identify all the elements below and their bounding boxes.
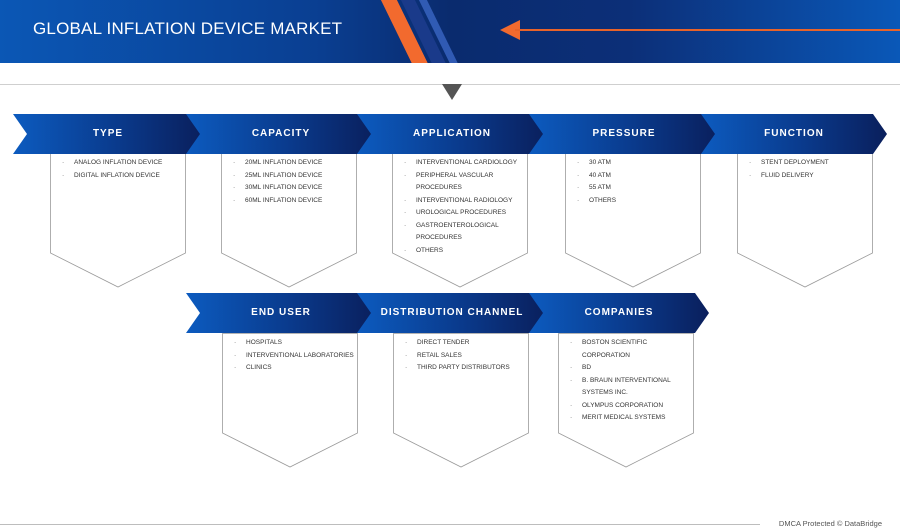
chevron-label: TYPE bbox=[92, 128, 124, 139]
segment-list-item: INTERVENTIONAL RADIOLOGY bbox=[404, 195, 526, 208]
segment-list-item: 40 ATM bbox=[577, 170, 699, 183]
segment-list-item: 55 ATM bbox=[577, 182, 699, 195]
segment-list-item: 30 ATM bbox=[577, 157, 699, 170]
segment-list: BOSTON SCIENTIFIC CORPORATIONBDB. BRAUN … bbox=[570, 337, 692, 425]
segment-list-item: PERIPHERAL VASCULAR PROCEDURES bbox=[404, 170, 526, 195]
segment-card-distribution-channel: DIRECT TENDERRETAIL SALESTHIRD PARTY DIS… bbox=[393, 333, 529, 491]
arrow-line bbox=[515, 29, 900, 31]
segment-list-item: OLYMPUS CORPORATION bbox=[570, 400, 692, 413]
segment-list-item: UROLOGICAL PROCEDURES bbox=[404, 207, 526, 220]
segment-list-item: HOSPITALS bbox=[234, 337, 356, 350]
chevron-label: APPLICATION bbox=[412, 128, 492, 139]
segment-list: HOSPITALSINTERVENTIONAL LABORATORIESCLIN… bbox=[234, 337, 356, 375]
segment-card-type: ANALOG INFLATION DEVICEDIGITAL INFLATION… bbox=[50, 153, 186, 311]
segment-list: 30 ATM40 ATM55 ATMOTHERS bbox=[577, 157, 699, 207]
page-title: GLOBAL INFLATION DEVICE MARKET bbox=[33, 19, 343, 38]
footer-divider bbox=[0, 524, 760, 525]
segment-list: ANALOG INFLATION DEVICEDIGITAL INFLATION… bbox=[62, 157, 184, 182]
segment-list: 20ML INFLATION DEVICE25ML INFLATION DEVI… bbox=[233, 157, 355, 207]
segment-list-item: MERIT MEDICAL SYSTEMS bbox=[570, 412, 692, 425]
segment-list-item: FLUID DELIVERY bbox=[749, 170, 871, 183]
segment-list: DIRECT TENDERRETAIL SALESTHIRD PARTY DIS… bbox=[405, 337, 527, 375]
chevron-application: APPLICATION bbox=[357, 114, 547, 154]
chevron-label: CAPACITY bbox=[251, 128, 311, 139]
header-banner: GLOBAL INFLATION DEVICE MARKET bbox=[0, 0, 900, 63]
chevron-label: FUNCTION bbox=[764, 128, 824, 139]
chevron-type: TYPE bbox=[13, 114, 203, 154]
segment-list-item: BD bbox=[570, 362, 692, 375]
chevron-label: COMPANIES bbox=[584, 307, 654, 318]
arrow-left-icon bbox=[500, 20, 520, 40]
chevron-companies: COMPANIES bbox=[529, 293, 709, 333]
segment-list-item: INTERVENTIONAL LABORATORIES bbox=[234, 350, 356, 363]
segment-list-item: GASTROENTEROLOGICAL PROCEDURES bbox=[404, 220, 526, 245]
segment-list-item: CLINICS bbox=[234, 362, 356, 375]
chevron-pressure: PRESSURE bbox=[529, 114, 719, 154]
segment-list-item: DIRECT TENDER bbox=[405, 337, 527, 350]
chevron-distribution-channel: DISTRIBUTION CHANNEL bbox=[357, 293, 547, 333]
segment-list-item: B. BRAUN INTERVENTIONAL SYSTEMS INC. bbox=[570, 375, 692, 400]
segment-list-item: STENT DEPLOYMENT bbox=[749, 157, 871, 170]
segment-card-pressure: 30 ATM40 ATM55 ATMOTHERS bbox=[565, 153, 701, 311]
chevron-label: DISTRIBUTION CHANNEL bbox=[380, 307, 524, 318]
segment-list: INTERVENTIONAL CARDIOLOGYPERIPHERAL VASC… bbox=[404, 157, 526, 257]
chevron-end-user: END USER bbox=[186, 293, 376, 333]
segment-list-item: BOSTON SCIENTIFIC CORPORATION bbox=[570, 337, 692, 362]
segment-list-item: OTHERS bbox=[404, 245, 526, 258]
segment-card-end-user: HOSPITALSINTERVENTIONAL LABORATORIESCLIN… bbox=[222, 333, 358, 491]
chevron-capacity: CAPACITY bbox=[186, 114, 376, 154]
segment-list-item: ANALOG INFLATION DEVICE bbox=[62, 157, 184, 170]
chevron-label: END USER bbox=[251, 307, 311, 318]
segment-list-item: INTERVENTIONAL CARDIOLOGY bbox=[404, 157, 526, 170]
segment-card-capacity: 20ML INFLATION DEVICE25ML INFLATION DEVI… bbox=[221, 153, 357, 311]
segment-card-function: STENT DEPLOYMENTFLUID DELIVERY bbox=[737, 153, 873, 311]
down-triangle-icon bbox=[442, 84, 462, 100]
segment-list-item: 60ML INFLATION DEVICE bbox=[233, 195, 355, 208]
segment-list-item: RETAIL SALES bbox=[405, 350, 527, 363]
footer-copyright: DMCA Protected © DataBridge bbox=[778, 519, 882, 528]
segment-list-item: THIRD PARTY DISTRIBUTORS bbox=[405, 362, 527, 375]
segment-card-companies: BOSTON SCIENTIFIC CORPORATIONBDB. BRAUN … bbox=[558, 333, 694, 491]
segment-card-application: INTERVENTIONAL CARDIOLOGYPERIPHERAL VASC… bbox=[392, 153, 528, 311]
chevron-label: PRESSURE bbox=[592, 128, 656, 139]
segment-list-item: 30ML INFLATION DEVICE bbox=[233, 182, 355, 195]
segment-list-item: 20ML INFLATION DEVICE bbox=[233, 157, 355, 170]
segment-list: STENT DEPLOYMENTFLUID DELIVERY bbox=[749, 157, 871, 182]
segment-list-item: OTHERS bbox=[577, 195, 699, 208]
segment-list-item: 25ML INFLATION DEVICE bbox=[233, 170, 355, 183]
chevron-function: FUNCTION bbox=[701, 114, 887, 154]
segment-list-item: DIGITAL INFLATION DEVICE bbox=[62, 170, 184, 183]
